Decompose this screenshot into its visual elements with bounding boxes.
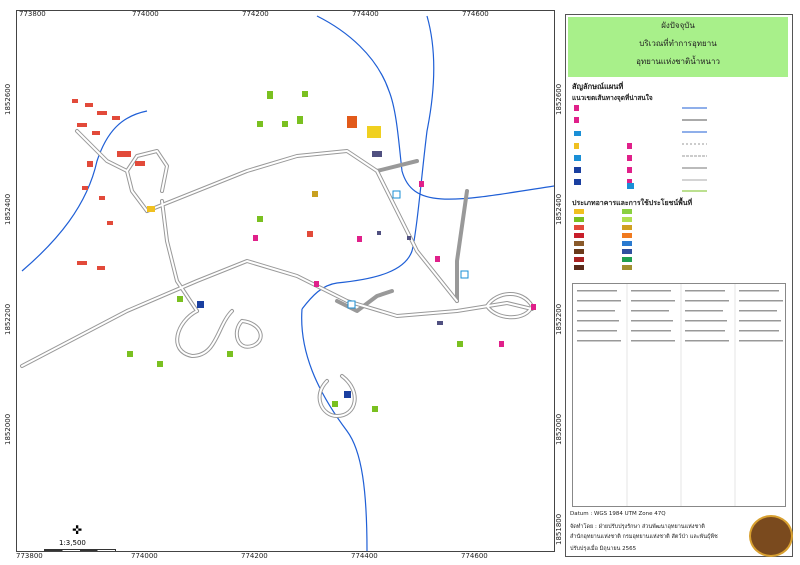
scale-bar: ✜ 1:3,500 bbox=[39, 523, 159, 551]
x-tick-4: 774400 bbox=[352, 10, 379, 18]
office-text: สำนักอุทยานแห่งชาติ กรมอุทยานแห่งชาติ สั… bbox=[570, 534, 718, 540]
buildings bbox=[72, 91, 463, 412]
landuse-swatches bbox=[574, 209, 632, 270]
title-block: ผังปัจจุบัน บริเวณที่ทำการอุทยาน อุทยานแ… bbox=[568, 17, 788, 77]
landuse-heading: ประเภทอาคารและการใช้ประโยชน์พื้นที่ bbox=[572, 199, 693, 207]
stream-south bbox=[301, 308, 368, 551]
legend-symbols bbox=[574, 105, 707, 192]
north-arrow-icon: ✜ bbox=[72, 523, 83, 537]
y-tick-right-5: 1851800 bbox=[555, 513, 563, 545]
title-line-1: ผังปัจจุบัน bbox=[661, 21, 695, 30]
y-tick-right-1: 1852600 bbox=[555, 83, 563, 115]
stream-north bbox=[316, 15, 554, 200]
y-tick-right-3: 1852200 bbox=[555, 303, 563, 335]
x-tick-bottom-1: 773800 bbox=[16, 552, 43, 560]
building-index-table bbox=[572, 283, 786, 507]
legend-heading: สัญลักษณ์แผนที่ bbox=[572, 82, 624, 91]
x-tick-2: 774000 bbox=[132, 10, 159, 18]
y-tick-right-4: 1852000 bbox=[555, 413, 563, 445]
datum-text: Datum : WGS 1984 UTM Zone 47Q bbox=[570, 511, 666, 517]
y-tick-1: 1852600 bbox=[4, 83, 12, 115]
x-tick-5: 774600 bbox=[462, 10, 489, 18]
x-tick-bottom-3: 774200 bbox=[241, 552, 268, 560]
map-canvas bbox=[20, 15, 554, 551]
x-tick-3: 774200 bbox=[242, 10, 269, 18]
road-network bbox=[20, 129, 534, 418]
made-by-text: จัดทำโดย : ฝ่ายปรับปรุงรักษา ส่วนพัฒนาอุ… bbox=[570, 524, 705, 530]
y-tick-right-2: 1852400 bbox=[555, 193, 563, 225]
legend-panel: ผังปัจจุบัน บริเวณที่ทำการอุทยาน อุทยานแ… bbox=[565, 14, 793, 557]
poi-symbols bbox=[197, 181, 536, 398]
y-tick-3: 1852200 bbox=[4, 303, 12, 335]
y-tick-2: 1852400 bbox=[4, 193, 12, 225]
x-tick-bottom-4: 774400 bbox=[351, 552, 378, 560]
y-tick-4: 1852000 bbox=[4, 413, 12, 445]
updated-text: ปรับปรุงเมื่อ มิถุนายน 2565 bbox=[570, 546, 637, 552]
legend-subheading: แนวเขตเส้นทางจุดที่น่าสนใจ bbox=[572, 94, 653, 102]
scale-label: 1:3,500 bbox=[59, 539, 86, 547]
title-line-2: บริเวณที่ทำการอุทยาน bbox=[639, 39, 717, 48]
map-frame: 773800 774000 774200 774400 774600 ✜ 1:3… bbox=[16, 10, 555, 552]
title-line-3: อุทยานแห่งชาติน้ำหนาว bbox=[636, 57, 720, 66]
stream-west bbox=[21, 110, 148, 272]
x-tick-1: 773800 bbox=[19, 10, 46, 18]
department-logo bbox=[749, 515, 793, 557]
x-tick-bottom-2: 774000 bbox=[131, 552, 158, 560]
x-tick-bottom-5: 774600 bbox=[461, 552, 488, 560]
